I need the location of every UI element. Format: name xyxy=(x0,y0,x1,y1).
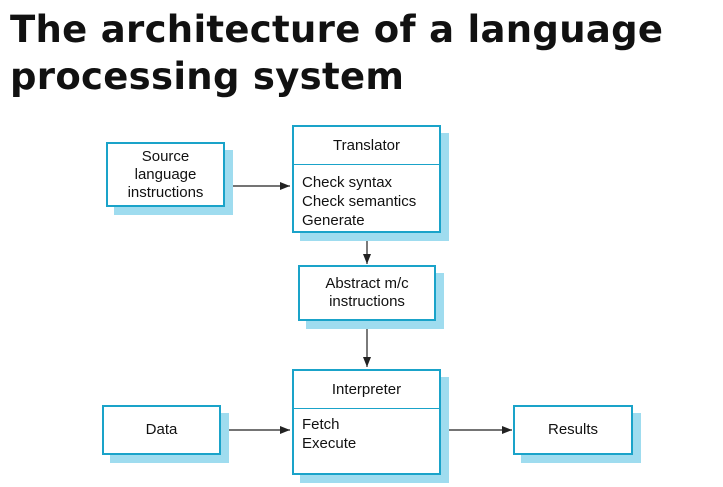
abstract-box: Abstract m/c instructions xyxy=(298,265,436,321)
results-box: Results xyxy=(513,405,633,455)
interpreter-steps: Fetch Execute xyxy=(294,409,439,453)
abstract-line-2: instructions xyxy=(329,293,405,310)
interpreter-heading: Interpreter xyxy=(294,371,439,409)
source-line-2: language xyxy=(134,165,197,183)
interpreter-step-1: Fetch xyxy=(302,416,340,433)
source-line-1: Source xyxy=(141,147,190,165)
source-line-3: instructions xyxy=(127,183,204,201)
page-title: The architecture of a language processin… xyxy=(10,6,710,100)
source-box: Source language instructions xyxy=(106,142,225,207)
translator-steps: Check syntax Check semantics Generate xyxy=(294,165,439,230)
data-label: Data xyxy=(145,421,178,438)
translator-step-1: Check syntax xyxy=(302,174,393,191)
data-box: Data xyxy=(102,405,221,455)
interpreter-box: Interpreter Fetch Execute xyxy=(292,369,441,475)
interpreter-step-2: Execute xyxy=(302,435,357,452)
results-label: Results xyxy=(547,421,599,438)
translator-box: Translator Check syntax Check semantics … xyxy=(292,125,441,233)
translator-heading: Translator xyxy=(294,127,439,165)
title-line-2: processing system xyxy=(10,55,405,98)
translator-step-3: Generate xyxy=(302,212,365,229)
abstract-line-1: Abstract m/c xyxy=(325,275,409,292)
title-line-1: The architecture of a language xyxy=(10,8,664,51)
translator-step-2: Check semantics xyxy=(302,193,417,210)
